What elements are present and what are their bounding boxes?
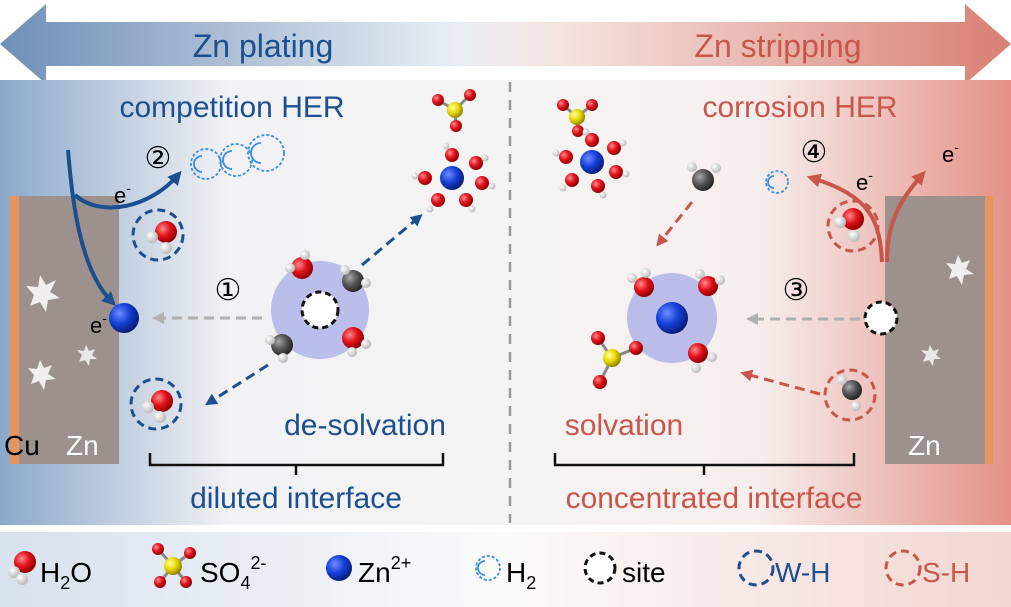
zn-stripping-label: Zn stripping bbox=[694, 28, 861, 64]
water-molecule-right-top bbox=[834, 208, 864, 242]
cu-label: Cu bbox=[4, 430, 40, 461]
legend-site-label: site bbox=[622, 557, 666, 588]
desolvation-cluster bbox=[265, 250, 371, 363]
solvation-arrow-from-sh bbox=[740, 369, 821, 396]
desolvation-label: de-solvation bbox=[284, 409, 446, 442]
right-zn-label: Zn bbox=[908, 430, 941, 461]
water-molecule-left-bottom bbox=[142, 390, 173, 423]
electron-label-mid-left: e- bbox=[90, 310, 107, 338]
legend-water-label: H2O bbox=[40, 557, 92, 593]
hydrated-zn-cluster-left bbox=[411, 142, 496, 213]
electron-flow-arrows-left bbox=[66, 149, 182, 306]
solvation-cluster bbox=[591, 268, 725, 389]
legend-sulfate-label: SO42- bbox=[200, 553, 267, 593]
active-site-right bbox=[863, 300, 899, 336]
zn-ion-deposited bbox=[109, 303, 139, 333]
methanol-molecule-right-top bbox=[687, 162, 721, 191]
step-1-marker: ① bbox=[215, 274, 242, 307]
competition-her-title: competition HER bbox=[119, 91, 344, 124]
left-zn-label: Zn bbox=[66, 430, 99, 461]
legend-site-icon bbox=[583, 551, 617, 585]
legend-sh-icon bbox=[884, 549, 922, 587]
legend-sulfate-icon bbox=[152, 543, 196, 588]
legend-water-icon bbox=[8, 551, 36, 585]
h2-bubble-right bbox=[765, 170, 789, 194]
sh-site-right-bottom bbox=[823, 368, 877, 422]
diluted-interface-bracket bbox=[148, 453, 445, 475]
legend-h2-label: H2 bbox=[506, 557, 536, 593]
electron-label-right-b: e- bbox=[942, 139, 959, 167]
diluted-interface-label: diluted interface bbox=[190, 482, 402, 515]
step-4-marker: ④ bbox=[801, 136, 828, 169]
desolvation-arrow-to-bulk bbox=[361, 214, 423, 267]
zn-plating-label: Zn plating bbox=[193, 28, 334, 64]
right-electrode bbox=[885, 196, 993, 464]
solvation-arrow-from-bulk bbox=[656, 201, 694, 247]
wh-water-site-left-top bbox=[131, 208, 185, 262]
sulfate-ion-right-top bbox=[557, 99, 598, 137]
solvation-label: solvation bbox=[565, 409, 683, 442]
step-3-marker: ③ bbox=[783, 274, 810, 307]
left-electrode bbox=[10, 196, 119, 464]
methanol-molecule-right-bottom bbox=[837, 375, 862, 411]
water-molecule-left-top bbox=[146, 221, 177, 254]
electron-flow-arrows-right bbox=[806, 170, 926, 263]
legend-sh-label: S-H bbox=[922, 557, 970, 588]
sulfate-ion-left-top bbox=[432, 89, 476, 132]
concentrated-interface-bracket bbox=[553, 453, 856, 475]
legend-zn-icon bbox=[326, 555, 352, 581]
hydrated-zn-cluster-right bbox=[552, 128, 630, 199]
step-2-marker: ② bbox=[145, 142, 172, 175]
h2-bubbles-left bbox=[190, 134, 285, 180]
concentrated-interface-label: concentrated interface bbox=[566, 482, 863, 515]
desolvation-arrow-to-water bbox=[204, 363, 269, 406]
legend-h2-icon bbox=[475, 555, 501, 581]
legend-wh-label: W-H bbox=[775, 557, 830, 588]
legend-wh-icon bbox=[737, 549, 775, 587]
corrosion-her-title: corrosion HER bbox=[702, 91, 897, 124]
legend-zn-label: Zn2+ bbox=[358, 553, 411, 588]
top-direction-arrow bbox=[0, 4, 1011, 84]
electron-label-top-left: e- bbox=[114, 180, 131, 208]
electron-label-right-a: e- bbox=[856, 167, 873, 195]
wh-water-site-left-bottom bbox=[129, 377, 183, 431]
